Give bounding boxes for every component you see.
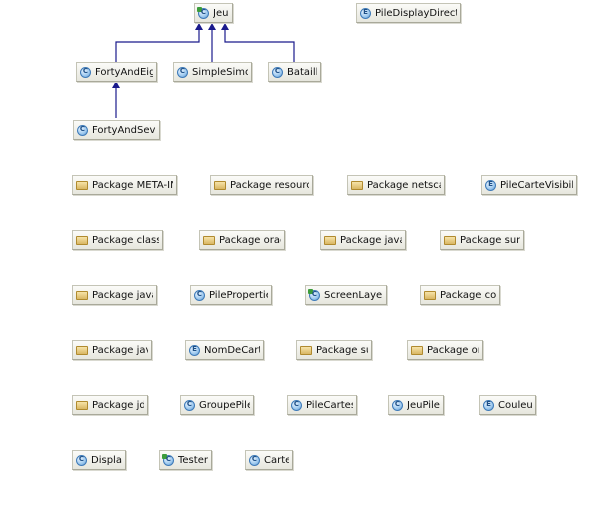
- class-icon: [392, 399, 403, 411]
- package-node-org[interactable]: Package org: [407, 340, 483, 360]
- class-icon: [184, 399, 195, 411]
- class-icon: [194, 289, 205, 301]
- node-label: ScreenLayers: [324, 289, 383, 301]
- node-label: FortyAndSeve: [92, 124, 156, 136]
- node-label: Package javax: [92, 289, 153, 301]
- node-label: JeuPiles: [407, 399, 440, 411]
- package-node-javax[interactable]: Package javax: [72, 285, 157, 305]
- enum-node-piledisplaydirection[interactable]: PileDisplayDirectio: [356, 3, 461, 23]
- class-node-jeu[interactable]: Jeu: [194, 3, 233, 23]
- package-icon: [300, 345, 312, 355]
- class-node-pilecartes[interactable]: PileCartes: [287, 395, 357, 415]
- class-node-screenlayers[interactable]: ScreenLayers: [305, 285, 387, 305]
- class-node-jeupiles[interactable]: JeuPiles: [388, 395, 444, 415]
- package-node-java[interactable]: Package java: [72, 340, 152, 360]
- enum-node-nomdecarte[interactable]: NomDeCarte: [185, 340, 264, 360]
- node-label: Package classes: [92, 234, 159, 246]
- class-node-bataille[interactable]: Bataille: [268, 62, 321, 82]
- node-label: NomDeCarte: [204, 344, 260, 356]
- node-label: Package org: [427, 344, 479, 356]
- package-icon: [76, 345, 88, 355]
- package-node-javafx[interactable]: Package javafx: [320, 230, 406, 250]
- enum-icon: [485, 179, 496, 191]
- package-node-jdk[interactable]: Package jdk: [72, 395, 148, 415]
- package-icon: [76, 400, 88, 410]
- class-node-tester[interactable]: Tester: [159, 450, 212, 470]
- class-node-fortyandseven[interactable]: FortyAndSeve: [73, 120, 160, 140]
- node-label: Bataille: [287, 66, 317, 78]
- node-label: Package oracle: [219, 234, 281, 246]
- edge-fortyandseven-to-fortyandeight: [112, 81, 120, 118]
- enum-icon: [483, 399, 494, 411]
- class-icon: [177, 66, 188, 78]
- class-node-display[interactable]: Display: [72, 450, 126, 470]
- class-icon: [197, 6, 209, 19]
- enum-node-pilecartevisibilite[interactable]: PileCarteVisibilite: [481, 175, 577, 195]
- node-label: Package resources: [230, 179, 309, 191]
- node-label: Package META-IN: [92, 179, 173, 191]
- package-node-oracle[interactable]: Package oracle: [199, 230, 285, 250]
- node-label: Package jdk: [92, 399, 144, 411]
- package-icon: [76, 235, 88, 245]
- node-label: Couleur: [498, 399, 532, 411]
- node-label: FortyAndEigl: [95, 66, 153, 78]
- node-label: Package sun: [316, 344, 368, 356]
- class-icon: [80, 66, 91, 78]
- node-label: Package java: [92, 344, 148, 356]
- class-node-simplesimon[interactable]: SimpleSimon: [173, 62, 252, 82]
- class-icon: [272, 66, 283, 78]
- package-icon: [214, 180, 226, 190]
- package-icon: [76, 180, 88, 190]
- package-node-classes[interactable]: Package classes: [72, 230, 163, 250]
- package-node-meta-inf[interactable]: Package META-IN: [72, 175, 177, 195]
- package-node-sunw[interactable]: Package sunw: [440, 230, 524, 250]
- package-icon: [351, 180, 363, 190]
- class-icon: [77, 124, 88, 136]
- node-label: Tester: [178, 454, 208, 466]
- class-icon: [291, 399, 302, 411]
- edge-simplesimon-to-jeu: [208, 23, 216, 63]
- node-label: PileDisplayDirectio: [375, 7, 457, 19]
- package-node-netscape[interactable]: Package netscape: [347, 175, 445, 195]
- enum-node-couleur[interactable]: Couleur: [479, 395, 536, 415]
- package-icon: [424, 290, 436, 300]
- package-node-com[interactable]: Package com: [420, 285, 500, 305]
- package-icon: [324, 235, 336, 245]
- node-label: Carte: [264, 454, 289, 466]
- package-icon: [76, 290, 88, 300]
- node-label: Package com: [440, 289, 496, 301]
- node-label: PileCartes: [306, 399, 353, 411]
- node-label: PileProperties: [209, 289, 268, 301]
- package-icon: [411, 345, 423, 355]
- class-node-fortyandeight[interactable]: FortyAndEigl: [76, 62, 157, 82]
- package-node-resources[interactable]: Package resources: [210, 175, 313, 195]
- node-label: Package javafx: [340, 234, 402, 246]
- class-icon: [249, 454, 260, 466]
- class-node-pileproperties[interactable]: PileProperties: [190, 285, 272, 305]
- enum-icon: [189, 344, 200, 356]
- edge-fortyandeight-to-jeu: [115, 23, 203, 63]
- class-node-groupepiles[interactable]: GroupePiles: [180, 395, 254, 415]
- node-label: Jeu: [213, 7, 229, 19]
- node-label: PileCarteVisibilite: [500, 179, 573, 191]
- node-label: Display: [91, 454, 122, 466]
- class-icon: [162, 453, 174, 466]
- node-label: Package sunw: [460, 234, 520, 246]
- edge-bataille-to-jeu: [221, 23, 295, 63]
- package-node-sun[interactable]: Package sun: [296, 340, 372, 360]
- class-icon: [308, 288, 320, 301]
- class-icon: [76, 454, 87, 466]
- node-label: GroupePiles: [199, 399, 250, 411]
- class-node-carte[interactable]: Carte: [245, 450, 293, 470]
- node-label: Package netscape: [367, 179, 441, 191]
- enum-icon: [360, 7, 371, 19]
- package-icon: [203, 235, 215, 245]
- package-icon: [444, 235, 456, 245]
- node-label: SimpleSimon: [192, 66, 248, 78]
